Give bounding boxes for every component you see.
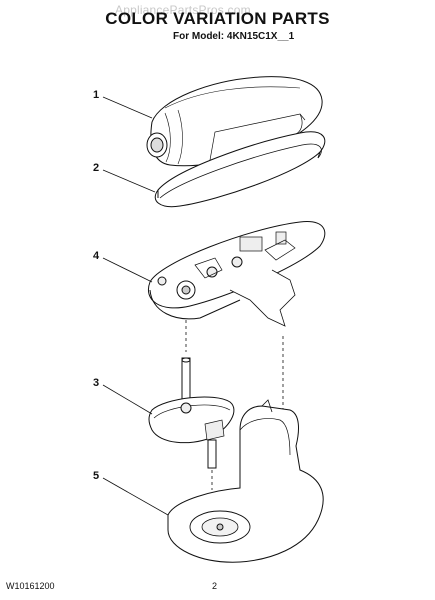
callout-part-2: 2: [93, 162, 100, 174]
callout-part-4: 4: [93, 250, 100, 262]
page-number: 2: [212, 581, 218, 591]
watermark-text: AppliancePartsPros.com: [115, 3, 251, 17]
document-number: W10161200: [6, 581, 55, 591]
part-2-trim-band: [154, 131, 326, 208]
model-subtitle: For Model: 4KN15C1X__1: [173, 31, 295, 42]
callout-part-1: 1: [93, 89, 100, 101]
part-4-gear-housing: [148, 221, 326, 327]
part-5-mixer-base: [167, 399, 324, 563]
callout-part-3: 3: [93, 377, 100, 389]
callout-part-5: 5: [93, 470, 100, 482]
page-title: COLOR VARIATION PARTS: [105, 9, 330, 28]
leader-lines: [102, 96, 169, 516]
part-3-planetary-assembly: [148, 357, 235, 469]
